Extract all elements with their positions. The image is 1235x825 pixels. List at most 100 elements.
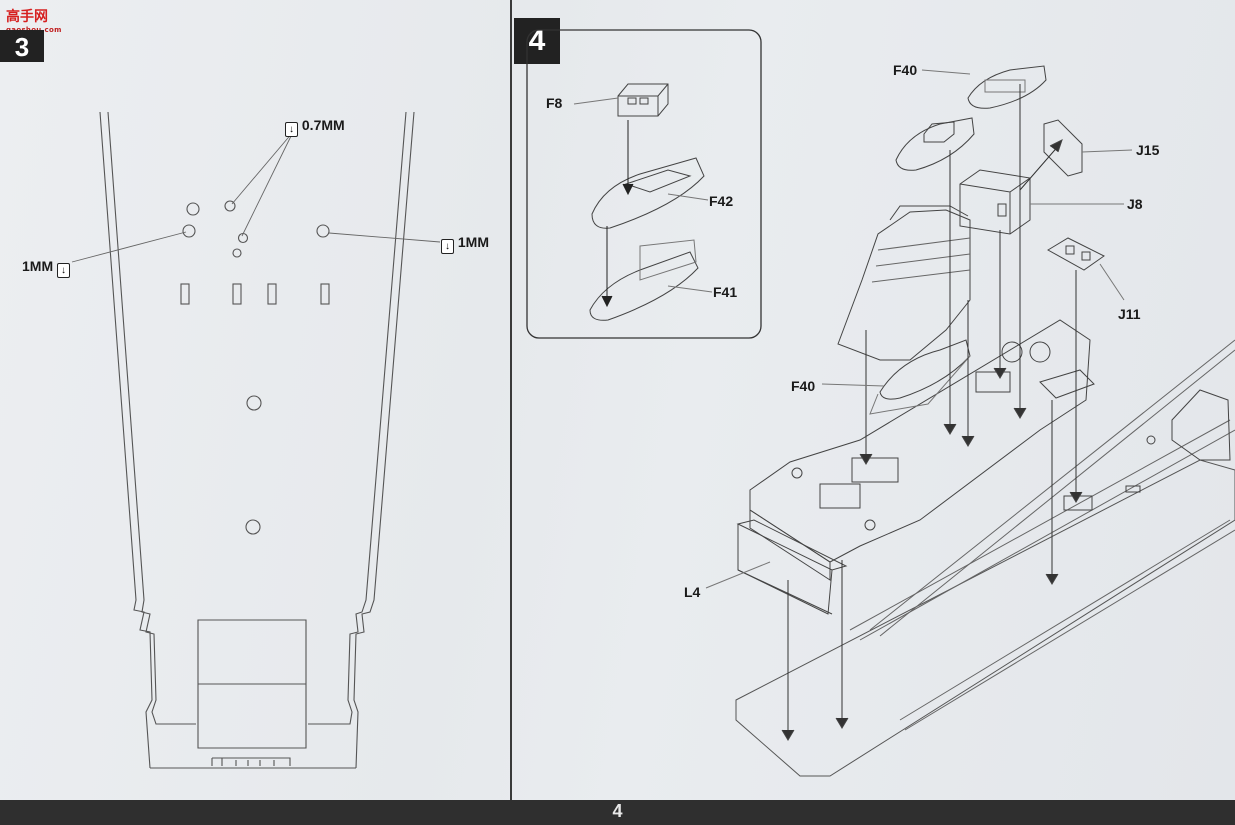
- j11-detail: [1065, 245, 1075, 255]
- label-l4: L4: [684, 584, 701, 600]
- hull-right-inner: [308, 111, 407, 725]
- assembly-cabin: [923, 121, 955, 143]
- part-f42: [591, 157, 705, 229]
- arrow-head: [1045, 573, 1059, 585]
- deck-rail: [849, 419, 1235, 641]
- instruction-sheet: [0, 0, 1235, 800]
- label-0.7mm: ↓ 0.7MM: [285, 117, 345, 137]
- assembly-boat: [895, 117, 975, 171]
- arrow-head: [622, 183, 634, 196]
- label-f40-mid: F40: [791, 378, 816, 394]
- part-l4-top: [736, 519, 848, 571]
- funnel-cap: [889, 205, 969, 221]
- part-l4-bottom: [737, 569, 833, 615]
- part-j11: [1047, 237, 1105, 271]
- arrow-j15: [1019, 143, 1061, 191]
- deck-fitting: [1171, 389, 1231, 461]
- deck-rail: [899, 519, 1235, 731]
- page-divider: [510, 0, 512, 800]
- leader-f41: [667, 285, 713, 293]
- arrow-head: [993, 367, 1007, 379]
- arrow-head: [835, 717, 849, 729]
- leader-j11: [1099, 263, 1125, 301]
- j8-detail: [997, 203, 1007, 217]
- part-j15: [1043, 119, 1083, 177]
- f8-window: [639, 97, 649, 105]
- funnel-stripes: [871, 237, 971, 283]
- arrow-head: [859, 453, 873, 465]
- part-f41: [589, 251, 699, 321]
- hull-left-outer: [99, 111, 153, 769]
- leader-l4: [705, 561, 771, 589]
- leader-f40-top: [921, 69, 971, 75]
- f42-deck: [624, 169, 692, 193]
- hole: [182, 224, 196, 238]
- arrow-head: [601, 295, 613, 308]
- main-deck: [735, 459, 1235, 777]
- hull-right-outer: [353, 111, 415, 769]
- part-j8: [959, 169, 1031, 235]
- hole: [224, 200, 236, 212]
- hole: [186, 202, 200, 216]
- step-4-diagram: [526, 29, 1235, 777]
- arrow-head: [961, 435, 975, 447]
- label-1mm-left: 1MM ↓: [22, 258, 71, 278]
- part-f8: [617, 83, 669, 117]
- part-l4: [737, 524, 833, 615]
- upper-deck-edge: [749, 509, 831, 581]
- label-f8: F8: [546, 95, 563, 111]
- part-f40-top: [967, 65, 1047, 109]
- hull-left-inner: [107, 111, 196, 725]
- label-j11: J11: [1118, 306, 1141, 322]
- deck-bollard: [864, 519, 876, 531]
- slot: [232, 283, 242, 305]
- step-3-number: 3: [14, 32, 30, 62]
- leader-j15: [1081, 149, 1133, 153]
- funnel-structure: [837, 209, 971, 361]
- page-number: 4: [612, 801, 623, 821]
- f40-cradle: [869, 355, 971, 415]
- drill-icon: ↓: [57, 263, 71, 278]
- leader-0.7mm: [231, 131, 294, 237]
- drill-icon: ↓: [441, 239, 454, 254]
- j11-detail: [1081, 251, 1091, 261]
- hole: [245, 519, 261, 535]
- deck-fitting-small: [1125, 485, 1141, 493]
- slot: [180, 283, 190, 305]
- label-f40-top: F40: [893, 62, 918, 78]
- bottom-strip: [0, 800, 1235, 825]
- step-3-diagram: [71, 111, 441, 769]
- deck-bollard: [1146, 435, 1156, 445]
- stern-details: [211, 757, 291, 766]
- f8-window: [627, 97, 637, 105]
- leader-f42: [667, 193, 709, 201]
- deck-machinery: [1039, 369, 1095, 399]
- hole: [232, 248, 242, 258]
- leader-f8: [573, 97, 619, 105]
- label-j8: J8: [1127, 196, 1143, 212]
- arrow-head: [1069, 491, 1083, 503]
- arrow-head: [781, 729, 795, 741]
- f41-cradle: [639, 239, 697, 281]
- part-f40-mid: [879, 339, 971, 400]
- leader-f40-mid: [821, 383, 885, 387]
- hole: [316, 224, 330, 238]
- drill-icon: ↓: [285, 122, 298, 137]
- deck-winch: [1001, 341, 1023, 363]
- deck-hatch: [851, 457, 899, 483]
- label-j15: J15: [1136, 142, 1160, 158]
- arrow-head: [943, 423, 957, 435]
- label-f42: F42: [709, 193, 734, 209]
- label-1mm-right: ↓ 1MM: [441, 234, 489, 254]
- deck-winch: [1029, 341, 1051, 363]
- leader-1mm-right: [328, 232, 441, 243]
- slot: [267, 283, 277, 305]
- f40-top-deck: [984, 79, 1026, 93]
- stern-hatch: [197, 619, 307, 749]
- deck-hatch: [975, 371, 1011, 393]
- watermark-text: 高手网: [6, 9, 48, 25]
- slot: [320, 283, 330, 305]
- hole: [246, 395, 262, 411]
- leader-1mm-left: [71, 231, 187, 263]
- inset-frame: [526, 29, 762, 339]
